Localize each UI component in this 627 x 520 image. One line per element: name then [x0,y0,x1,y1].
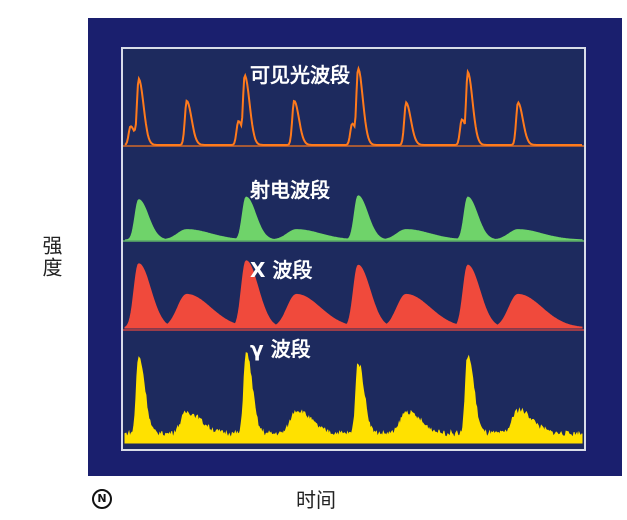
chart-panel [121,47,586,451]
series-label-0: 可见光波段 [250,63,350,87]
series-0 [124,65,582,146]
x-axis-label: 时间 [296,488,336,512]
series-2 [124,260,583,329]
y-axis-label: 强度 [39,235,63,279]
publisher-logo: N [92,489,112,509]
series-label-2: X 波段 [250,258,312,282]
series-label-1: 射电波段 [249,178,330,202]
series-label-3: γ 波段 [250,337,311,361]
series-3 [124,352,583,444]
series-1 [124,195,583,241]
